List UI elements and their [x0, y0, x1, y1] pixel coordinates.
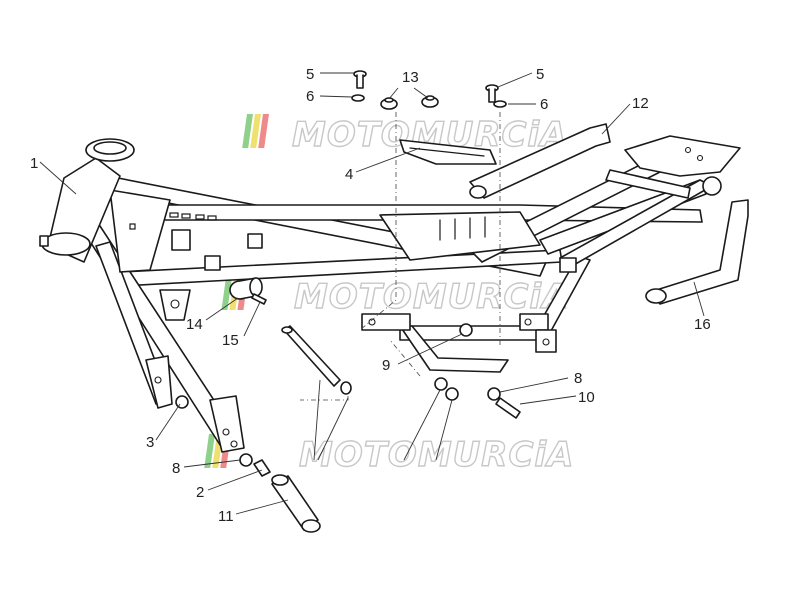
callout-16: 16 — [694, 316, 711, 333]
part-9-nut — [459, 323, 473, 337]
callout-8-right: 8 — [574, 370, 582, 387]
callout-10: 10 — [578, 389, 595, 406]
part-15-screw — [251, 293, 267, 305]
part-8-washer-right — [487, 387, 501, 401]
assembly-lines — [300, 112, 501, 401]
nut-near-bolt — [340, 381, 352, 395]
callout-4: 4 — [345, 166, 353, 183]
watermark-text-middle: MOTOMURCiA — [294, 277, 569, 317]
long-bolt — [281, 325, 341, 387]
part-14-rubber-mount — [229, 277, 263, 300]
part-4-bracket — [399, 139, 497, 165]
callout-6-right: 6 — [540, 96, 548, 113]
washer-6-left — [351, 94, 365, 102]
callout-13: 13 — [402, 69, 419, 86]
steering-head — [39, 138, 135, 263]
down-tube-brackets — [145, 355, 245, 453]
callout-15: 15 — [222, 332, 239, 349]
watermark-text-bottom: MOTOMURCiA — [299, 435, 574, 475]
part-3-nut — [175, 395, 189, 409]
callout-5-left: 5 — [306, 66, 314, 83]
callout-14: 14 — [186, 316, 203, 333]
callout-12: 12 — [632, 95, 649, 112]
part-8-washer-lower — [239, 453, 253, 467]
grommet-13-right — [421, 95, 439, 108]
callouts: 1 2 3 4 5 5 6 6 8 8 9 10 11 12 13 14 15 … — [30, 66, 711, 525]
screw-5-left — [353, 70, 367, 89]
part-11-cover — [271, 474, 321, 533]
lower-nuts — [434, 377, 459, 401]
part-10-bolt — [495, 397, 521, 419]
part-2-stud — [253, 459, 271, 477]
callout-8-lower: 8 — [172, 460, 180, 477]
callout-3: 3 — [146, 434, 154, 451]
screw-5-right — [485, 84, 499, 103]
callout-9: 9 — [382, 357, 390, 374]
watermark-middle: MOTOMURCiA — [221, 276, 569, 318]
callout-2: 2 — [196, 484, 204, 501]
grommet-13-left — [380, 97, 398, 110]
part-12-rear-grab — [469, 123, 611, 199]
leader-lines — [39, 72, 705, 515]
callout-11: 11 — [218, 508, 234, 525]
callout-6-left: 6 — [306, 88, 314, 105]
callout-1: 1 — [30, 155, 38, 172]
part-16-rear-bar — [645, 199, 749, 305]
washer-6-right — [493, 100, 507, 108]
callout-5-right: 5 — [536, 66, 544, 83]
